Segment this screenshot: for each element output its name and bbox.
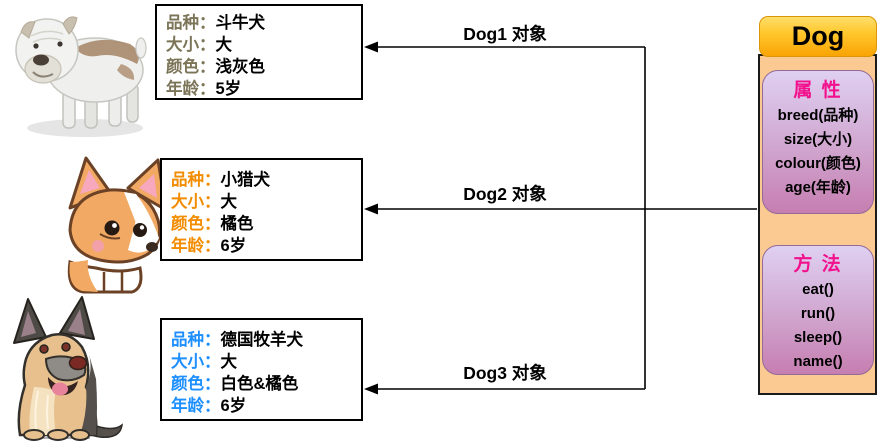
field-label: 颜色： — [166, 58, 216, 76]
dog1-field-colour: 颜色：浅灰色 — [166, 56, 361, 78]
methods-section-title: 方 法 — [793, 254, 843, 275]
field-value: 大 — [220, 353, 238, 371]
field-value: 橘色 — [220, 215, 254, 233]
field-label: 大小： — [171, 353, 221, 371]
bulldog-image — [5, 0, 155, 140]
method-item: run() — [800, 305, 836, 322]
attribute-item: age(年龄) — [785, 179, 851, 196]
dog3-field-size: 大小：大 — [171, 351, 361, 373]
dog1-field-age: 年龄：5岁 — [166, 78, 361, 100]
field-label: 品种： — [171, 171, 221, 189]
dog2-arrow-label: Dog2 对象 — [463, 184, 547, 204]
dog2-field-size: 大小：大 — [171, 191, 361, 213]
field-value: 斗牛犬 — [215, 14, 266, 32]
field-value: 德国牧羊犬 — [220, 331, 304, 349]
german-shepherd-icon — [13, 296, 124, 441]
dog3-info-box: 品种：德国牧羊犬 大小：大 颜色：白色&橘色 年龄：6岁 — [160, 318, 363, 421]
dog1-info-box: 品种：斗牛犬 大小：大 颜色：浅灰色 年龄：5岁 — [155, 4, 363, 100]
attribute-item: colour(颜色) — [775, 155, 861, 172]
methods-section: 方 法 eat() run() sleep() name() — [762, 245, 874, 375]
field-label: 品种： — [171, 331, 221, 349]
german-shepherd-image — [0, 295, 125, 442]
dog2-info-box: 品种：小猎犬 大小：大 颜色：橘色 年龄：6岁 — [160, 158, 363, 261]
dog2-field-colour: 颜色：橘色 — [171, 213, 361, 235]
dog2-field-breed: 品种：小猎犬 — [171, 169, 361, 191]
field-value: 6岁 — [220, 397, 247, 415]
dog1-field-breed: 品种：斗牛犬 — [166, 12, 361, 34]
method-item: eat() — [802, 281, 834, 298]
field-label: 年龄： — [171, 237, 221, 255]
dog1-arrow-label: Dog1 对象 — [463, 24, 547, 44]
dog3-arrow-label: Dog3 对象 — [463, 363, 547, 383]
corgi-image — [40, 150, 180, 295]
method-item: sleep() — [793, 329, 843, 346]
field-label: 大小： — [171, 193, 221, 211]
attributes-section-title: 属 性 — [793, 80, 843, 101]
dog1-field-size: 大小：大 — [166, 34, 361, 56]
attribute-item: breed(品种) — [777, 107, 859, 124]
attribute-item: size(大小) — [783, 131, 853, 148]
field-value: 白色&橘色 — [220, 375, 299, 393]
bulldog-icon — [15, 16, 147, 137]
field-label: 颜色： — [171, 215, 221, 233]
attributes-section: 属 性 breed(品种) size(大小) colour(颜色) age(年龄… — [762, 70, 874, 214]
field-value: 浅灰色 — [215, 58, 266, 76]
field-value: 大 — [215, 36, 233, 54]
dog2-field-age: 年龄：6岁 — [171, 235, 361, 257]
dog3-field-age: 年龄：6岁 — [171, 395, 361, 417]
field-label: 品种： — [166, 14, 216, 32]
dog-class-title: Dog — [759, 16, 877, 57]
field-value: 小猎犬 — [220, 171, 271, 189]
field-value: 5岁 — [215, 80, 242, 98]
corgi-icon — [67, 156, 168, 294]
field-label: 年龄： — [166, 80, 216, 98]
field-label: 颜色： — [171, 375, 221, 393]
dog3-field-colour: 颜色：白色&橘色 — [171, 373, 361, 395]
field-value: 大 — [220, 193, 238, 211]
method-item: name() — [793, 353, 843, 370]
field-label: 大小： — [166, 36, 216, 54]
dog3-field-breed: 品种：德国牧羊犬 — [171, 329, 361, 351]
field-label: 年龄： — [171, 397, 221, 415]
field-value: 6岁 — [220, 237, 247, 255]
